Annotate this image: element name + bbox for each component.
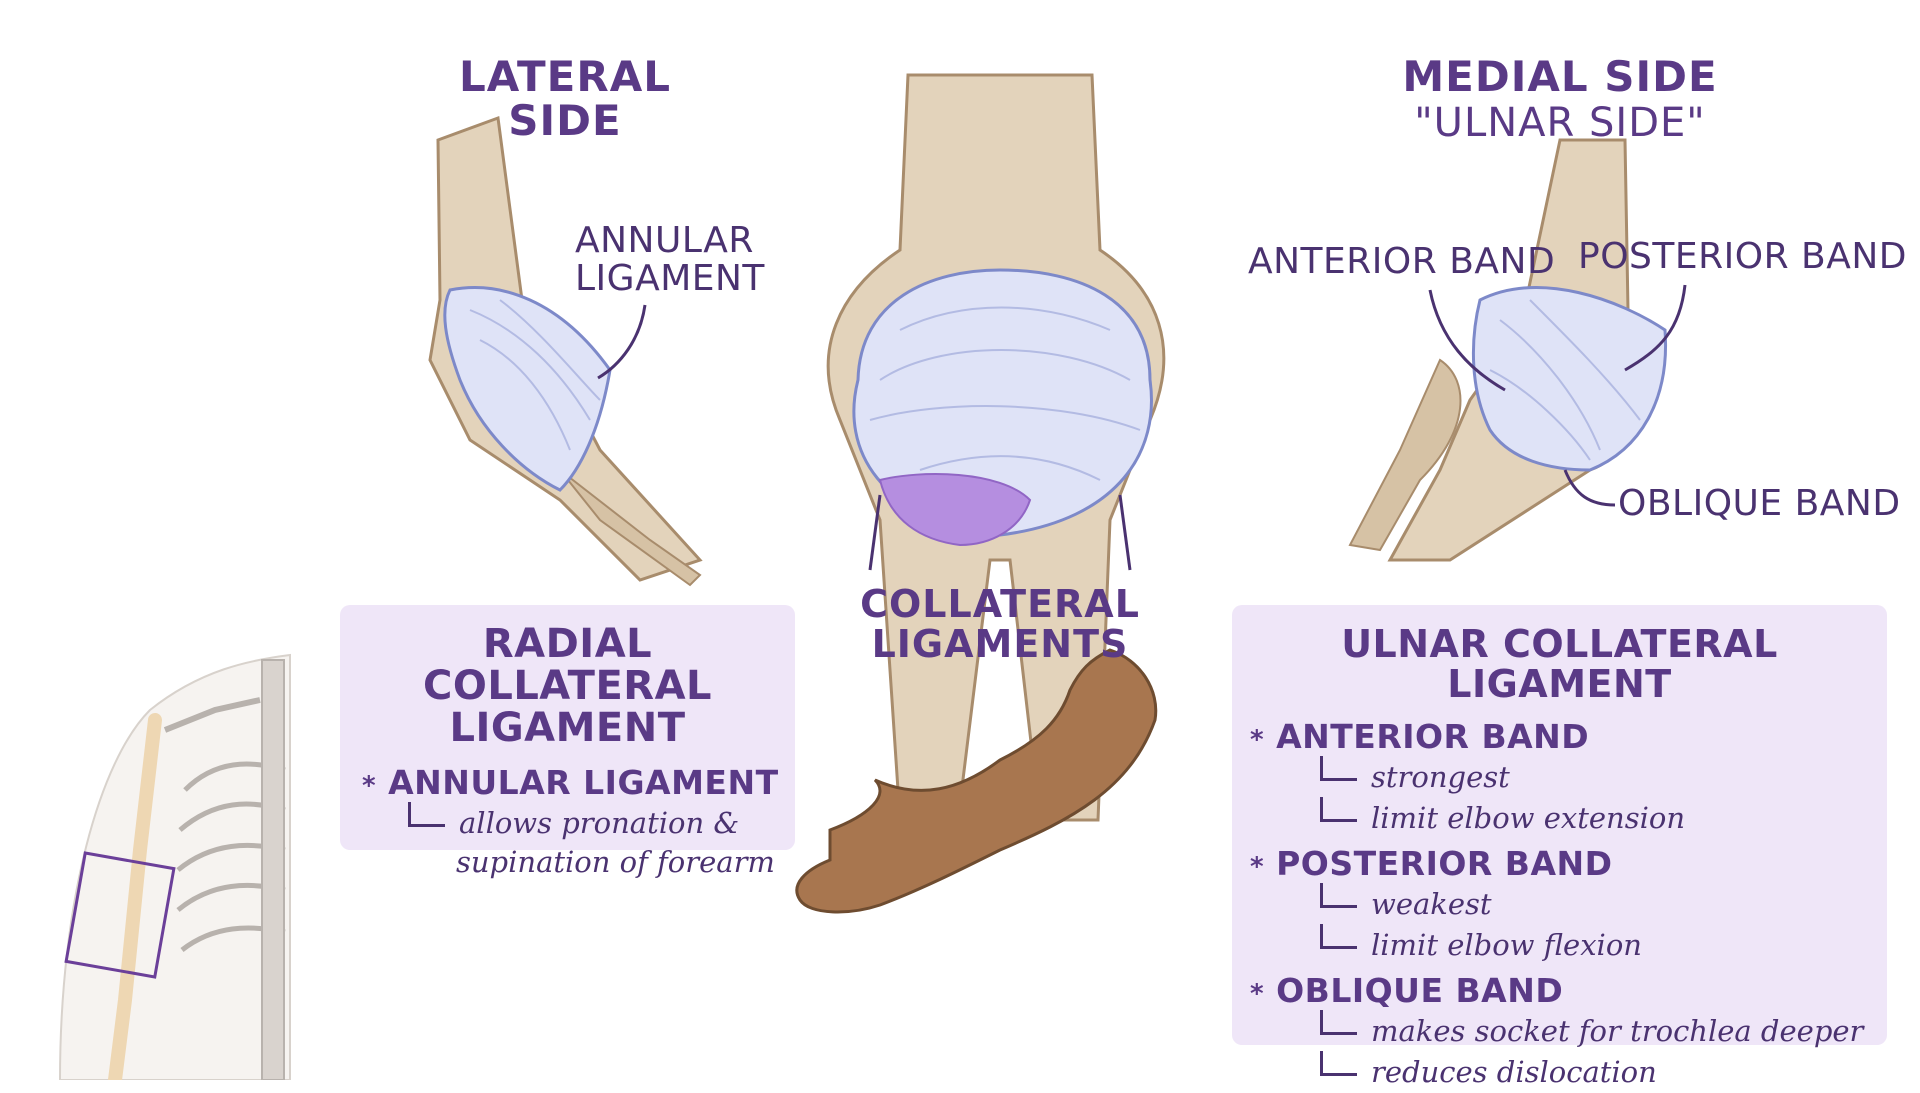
star-bullet-icon: * [1250,979,1265,1010]
radial-title-line1: RADIAL COLLATERAL [422,621,713,709]
ulnar-side-subheading: "ULNAR SIDE" [1414,100,1706,146]
tree-branch-icon [1320,796,1357,822]
annular-note-text1: allows pronation & [459,806,740,840]
ulnar-band-note: limit elbow extension [1320,796,1887,838]
ulnar-collateral-panel: ULNAR COLLATERAL LIGAMENT * ANTERIOR BAND… [1232,605,1887,1089]
annular-item-note2: supination of forearm [456,845,775,880]
collateral-label-line2: LIGAMENTS [871,621,1129,666]
ulnar-band-note-text: makes socket for trochlea deeper [1371,1014,1864,1049]
radial-collateral-panel: RADIAL COLLATERAL LIGAMENT * ANNULAR LIGA… [340,605,795,879]
ulnar-band-note-text: strongest [1371,759,1510,794]
medial-elbow-illustration [1348,138,1687,562]
ulnar-band-note-text: weakest [1371,887,1492,922]
ulnar-band-title-text: POSTERIOR BAND [1276,844,1613,884]
ulnar-band-note-text: limit elbow flexion [1371,928,1642,963]
ulnar-band-note-text: reduces dislocation [1371,1055,1657,1090]
anterior-elbow-illustration [826,73,1166,822]
lateral-elbow-illustration [428,115,703,587]
star-bullet-icon: * [1250,852,1265,883]
upper-body-skeleton-thumbnail [58,653,291,1080]
annular-label-line1: ANNULAR [575,220,754,261]
collateral-ligaments-label: COLLATERAL LIGAMENTS [850,582,1150,666]
ulnar-band-note: limit elbow flexion [1320,924,1887,965]
annular-leader-line [597,304,647,380]
annular-item-note1: allows pronation & [408,802,795,843]
supinated-forearm-illustration [795,648,1158,914]
annular-ligament-label: ANNULAR LIGAMENT [575,220,765,299]
ulnar-band-note: strongest [1320,755,1887,797]
ulnar-band-title: * ANTERIOR BAND [1250,717,1887,756]
tree-branch-icon [1320,924,1357,950]
tree-branch-icon [1320,883,1357,909]
ulnar-band-title-text: OBLIQUE BAND [1276,971,1564,1011]
ulnar-band-note: weakest [1320,883,1887,924]
ulnar-panel-title: ULNAR COLLATERAL LIGAMENT [1341,622,1778,706]
ulnar-band-note: reduces dislocation [1320,1051,1887,1092]
annular-label-line2: LIGAMENT [575,257,765,299]
ulnar-band-note-text: limit elbow extension [1371,800,1686,835]
annular-item-title: ANNULAR LIGAMENT [388,763,779,802]
anterior-band-label: ANTERIOR BAND [1248,241,1556,282]
medial-side-heading: MEDIAL SIDE [1402,52,1718,101]
tree-branch-icon [1320,755,1357,781]
ulnar-band-title: * OBLIQUE BAND [1250,971,1887,1010]
radial-title-line2: LIGAMENT [449,705,686,751]
ulnar-band-title: * POSTERIOR BAND [1250,844,1887,883]
star-bullet-icon: * [362,771,377,801]
radial-panel-title: RADIAL COLLATERAL LIGAMENT [340,623,795,749]
tree-branch-icon [1320,1051,1357,1077]
ulnar-band-note: makes socket for trochlea deeper [1320,1010,1887,1051]
tree-branch-icon [408,802,445,827]
lateral-side-heading: LATERAL SIDE [459,52,671,146]
ulnar-band-title-text: ANTERIOR BAND [1276,716,1590,756]
collateral-label-line1: COLLATERAL [860,582,1140,626]
tree-branch-icon [1320,1010,1357,1036]
oblique-band-label: OBLIQUE BAND [1618,483,1901,524]
star-bullet-icon: * [1250,724,1265,755]
posterior-band-label: POSTERIOR BAND [1578,236,1908,277]
annular-ligament-item: * ANNULAR LIGAMENT [362,763,795,802]
